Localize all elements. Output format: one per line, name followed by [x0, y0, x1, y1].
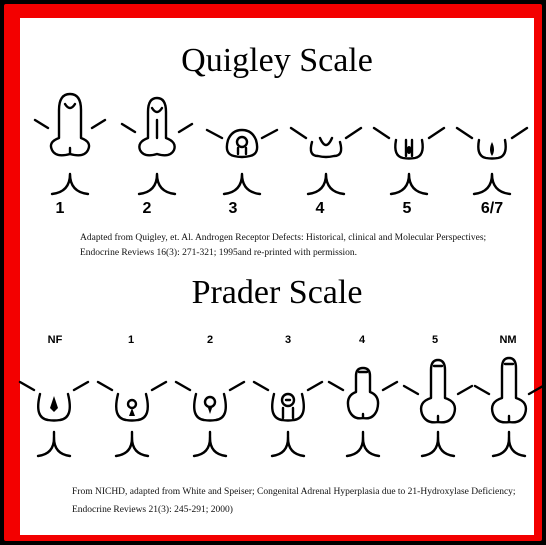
prader-caption-line-1: From NICHD, adapted from White and Speis…	[72, 487, 516, 497]
prader-stage-4: 4	[358, 334, 366, 346]
quigley-stage-1: 1	[55, 200, 65, 217]
prader-figure-1	[96, 380, 168, 458]
quigley-caption-line-1: Adapted from Quigley, et. Al. Androgen R…	[80, 233, 487, 243]
quigley-figure-1	[33, 92, 107, 196]
quigley-stage-6-7: 6/7	[480, 200, 504, 217]
prader-figure-3	[252, 380, 324, 458]
quigley-stage-3: 3	[228, 200, 238, 217]
prader-title: Prader Scale	[191, 274, 363, 311]
quigley-caption-line-2: Endocrine Reviews 16(3): 271-321; 1995an…	[80, 248, 358, 258]
prader-figure-nm	[473, 356, 545, 458]
prader-stage-nm: NM	[499, 334, 517, 346]
prader-stage-2: 2	[206, 334, 214, 346]
quigley-figure-5	[372, 126, 446, 196]
prader-caption: From NICHD, adapted from White and Speis…	[72, 483, 532, 519]
quigley-stage-2: 2	[142, 200, 152, 217]
quigley-figure-2	[120, 96, 194, 196]
prader-stage-5: 5	[431, 334, 439, 346]
quigley-title: Quigley Scale	[181, 42, 373, 79]
quigley-figure-3	[205, 128, 279, 196]
prader-figure-nf	[18, 380, 90, 458]
prader-stage-1: 1	[127, 334, 135, 346]
quigley-figure-4	[289, 126, 363, 196]
quigley-figure-6-7	[455, 126, 529, 196]
content-card: Quigley Scale	[18, 18, 545, 535]
prader-stage-nf: NF	[47, 334, 63, 346]
prader-stage-3: 3	[284, 334, 292, 346]
prader-figure-5	[402, 358, 474, 458]
prader-caption-line-2: Endocrine Reviews 21(3): 245-291; 2000)	[72, 505, 233, 515]
quigley-caption: Adapted from Quigley, et. Al. Androgen R…	[80, 231, 520, 261]
quigley-stage-5: 5	[402, 200, 412, 217]
quigley-stage-4: 4	[315, 200, 325, 217]
prader-figure-2	[174, 380, 246, 458]
prader-figure-4	[327, 366, 399, 458]
